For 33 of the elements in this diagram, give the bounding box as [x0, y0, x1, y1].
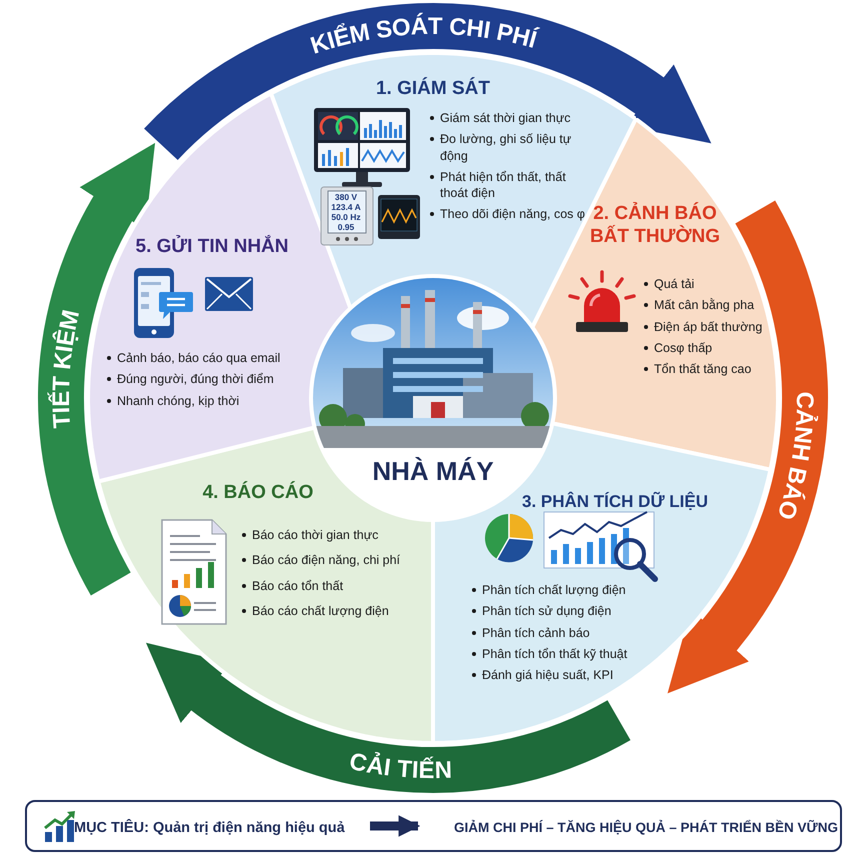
goal-bar	[25, 800, 842, 852]
arrow	[370, 815, 420, 837]
section-heading: 1. GIÁM SÁT	[374, 78, 491, 101]
bullet-item: Báo cáo thời gian thực	[240, 527, 420, 544]
section-heading: 4. BÁO CÁO	[202, 482, 314, 505]
bullet-item: Mất cân bằng pha	[642, 297, 764, 314]
ring-label: CẢI TIẾN	[347, 748, 452, 784]
bullet-item: Tổn thất tăng cao	[642, 361, 764, 378]
bullet-item: Phân tích sử dụng điện	[470, 603, 650, 620]
bullet-item: Phân tích tổn thất kỹ thuật	[470, 646, 650, 662]
bullet-item: Phân tích cảnh báo	[470, 624, 650, 641]
bullet-item: Nhanh chóng, kịp thời	[105, 392, 300, 409]
bullet-item: Báo cáo điện năng, chi phí	[240, 552, 420, 568]
goal-statement: MỤC TIÊU: Quản trị điện năng hiệu quả	[74, 815, 372, 841]
bullet-item: Quá tải	[642, 276, 764, 292]
bullet-item: Cảnh báo, báo cáo qua email	[105, 350, 300, 366]
bullet-item: Giám sát thời gian thực	[428, 110, 596, 126]
section-heading: 2. CẢNH BÁO BẤT THƯỜNG	[588, 203, 722, 249]
outcome-statement: GIẢM CHI PHÍ – TĂNG HIỆU QUẢ – PHÁT TRIỂN BỀN VỮNG	[420, 815, 838, 841]
bullet-item: Đo lường, ghi số liệu tự động	[428, 131, 596, 164]
bullet-item: Phát hiện tổn thất, thất thoát điện	[428, 168, 596, 202]
power-meter-icon: 380 V 123.4 A 50.0 Hz 0.95	[320, 186, 374, 246]
centre-title: NHÀ MÁY	[371, 456, 495, 487]
section-heading: 3. PHÂN TÍCH DỮ LIỆU	[520, 492, 709, 512]
ring-label: KIỂM SOÁT CHI PHÍ	[307, 12, 540, 60]
bullet-item: Điện áp bất thường	[642, 318, 764, 335]
bullet-item: Phân tích chất lượng điện	[470, 582, 650, 598]
bullet-item: Đúng người, đúng thời điểm	[105, 371, 300, 388]
bullet-item: Đánh giá hiệu suất, KPI	[470, 667, 650, 684]
bullet-item: Báo cáo tổn thất	[240, 578, 420, 594]
section-heading: 5. GỬI TIN NHẮN	[134, 236, 290, 259]
bullet-item: Báo cáo chất lượng điện	[240, 602, 420, 619]
bullet-item: Cosφ thấp	[642, 340, 764, 356]
